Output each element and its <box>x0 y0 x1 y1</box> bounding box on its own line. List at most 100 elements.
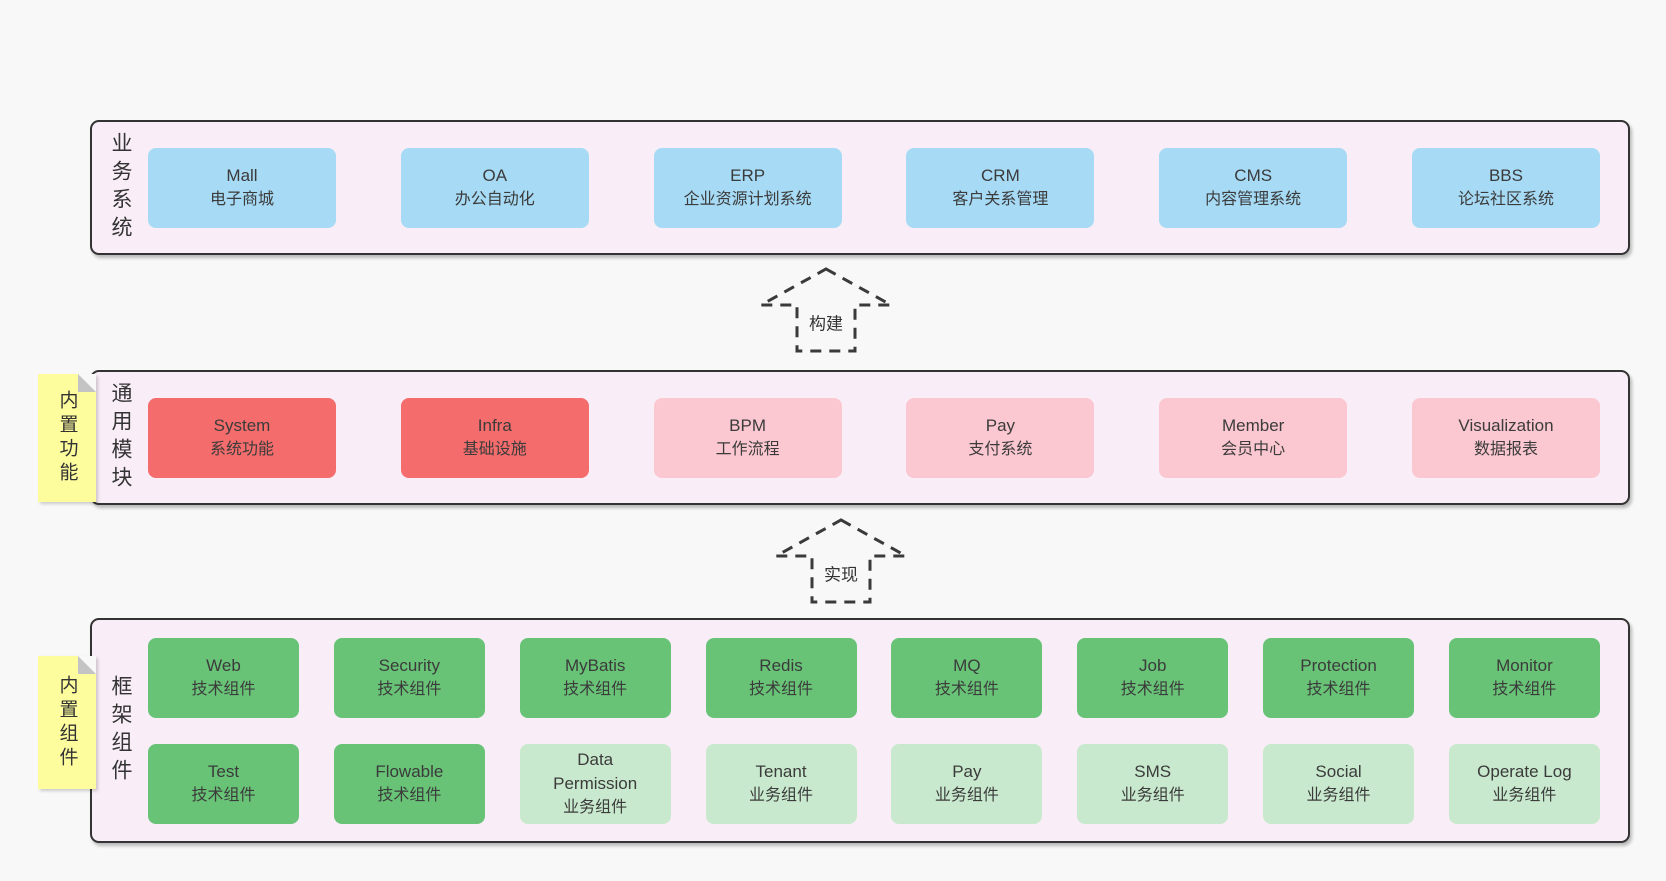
module-box-web: Web 技术组件 <box>148 637 299 718</box>
module-desc: 技术组件 <box>934 680 999 698</box>
band-common-modules-label: 通用模块 <box>109 381 132 494</box>
box-row: Mall 电子商城 OA 办公自动化 ERP 企业资源计划系统 CRM 客户关系管理 CMS 内容… <box>148 147 1600 228</box>
module-name: Security <box>378 655 441 675</box>
module-box-mq: MQ 技术组件 <box>891 637 1043 718</box>
module-box-job: Job 技术组件 <box>1077 637 1229 718</box>
module-name: BPM <box>729 415 767 435</box>
module-name: Pay <box>985 415 1016 435</box>
module-box-test: Test 技术组件 <box>148 743 299 824</box>
module-box-pay: Pay 支付系统 <box>906 397 1095 478</box>
module-desc: 电子商城 <box>209 190 274 208</box>
band-framework-components: 内置组件 框架组件 Web 技术组件 Security 技术组件 MyBatis 技术组件… <box>38 618 1630 843</box>
module-desc: 基础设施 <box>462 440 527 458</box>
module-desc: 技术组件 <box>377 786 442 804</box>
module-desc: 业务组件 <box>563 798 628 816</box>
module-name: System <box>213 415 271 435</box>
module-desc: 工作流程 <box>715 440 780 458</box>
module-desc: 论坛社区系统 <box>1457 190 1554 208</box>
sticky-note-built-in-components: 内置组件 <box>38 656 96 789</box>
module-box-flowable: Flowable 技术组件 <box>333 743 485 824</box>
module-box-sms: SMS 业务组件 <box>1077 743 1229 824</box>
module-box-infra: Infra 基础设施 <box>400 397 589 478</box>
module-name: Member <box>1222 415 1285 435</box>
module-name: Redis <box>759 655 803 675</box>
module-box-oa: OA 办公自动化 <box>400 147 589 228</box>
module-box-monitor: Monitor 技术组件 <box>1448 637 1600 718</box>
box-row: System 系统功能 Infra 基础设施 BPM 工作流程 Pay 支付系统 Member 会… <box>148 397 1600 478</box>
band-business-systems-boxes: Mall 电子商城 OA 办公自动化 ERP 企业资源计划系统 CRM 客户关系管理 CMS 内容… <box>148 122 1628 253</box>
module-name: Web <box>206 655 241 675</box>
module-box-security: Security 技术组件 <box>333 637 485 718</box>
module-desc: 技术组件 <box>749 680 814 698</box>
module-desc: 数据报表 <box>1473 440 1538 458</box>
module-box-operate-log: Operate Log 业务组件 <box>1448 743 1600 824</box>
module-name: Visualization <box>1458 415 1554 435</box>
module-box-mybatis: MyBatis 技术组件 <box>519 637 671 718</box>
module-name: Protection <box>1300 655 1377 675</box>
module-name: BBS <box>1488 165 1523 185</box>
module-desc: 技术组件 <box>563 680 628 698</box>
module-box-visualization: Visualization 数据报表 <box>1411 397 1600 478</box>
module-name: Infra <box>477 415 512 435</box>
arrow-build: 构建 <box>758 266 894 354</box>
module-desc: 业务组件 <box>1492 786 1557 804</box>
module-name: SMS <box>1134 761 1172 781</box>
module-desc: 业务组件 <box>1120 786 1185 804</box>
module-name: Monitor <box>1496 655 1553 675</box>
module-box-redis: Redis 技术组件 <box>705 637 857 718</box>
module-name: CMS <box>1234 165 1273 185</box>
module-box-data-permission: Data Permission 业务组件 <box>519 743 671 824</box>
module-desc: 技术组件 <box>1492 680 1557 698</box>
module-desc: 业务组件 <box>934 786 999 804</box>
band-common-modules-boxes: System 系统功能 Infra 基础设施 BPM 工作流程 Pay 支付系统 Member 会… <box>148 372 1628 503</box>
module-box-cms: CMS 内容管理系统 <box>1159 147 1348 228</box>
module-name: Operate Log <box>1477 761 1572 781</box>
module-name: ERP <box>730 165 766 185</box>
module-name: Mall <box>226 165 258 185</box>
dashed-up-arrow-icon <box>758 267 894 353</box>
module-desc: 客户关系管理 <box>952 190 1049 208</box>
module-name: OA <box>482 165 508 185</box>
module-name: Data Permission <box>553 749 638 793</box>
module-desc: 技术组件 <box>377 680 442 698</box>
module-box-crm: CRM 客户关系管理 <box>906 147 1095 228</box>
band-business-systems-label: 业务系统 <box>109 131 132 244</box>
module-desc: 会员中心 <box>1221 440 1286 458</box>
arrow-build-label: 构建 <box>806 308 846 336</box>
module-name: Test <box>207 761 240 781</box>
module-desc: 技术组件 <box>191 680 256 698</box>
band-framework-components-label: 框架组件 <box>109 674 132 787</box>
sticky-note-built-in-features: 内置功能 <box>38 374 96 502</box>
module-name: CRM <box>981 165 1020 185</box>
module-box-bbs: BBS 论坛社区系统 <box>1411 147 1600 228</box>
module-desc: 办公自动化 <box>454 190 535 208</box>
module-name: MQ <box>953 655 981 675</box>
module-box-member: Member 会员中心 <box>1159 397 1348 478</box>
band-common-modules: 内置功能 通用模块 System 系统功能 Infra 基础设施 BPM 工作流程 Pay 支… <box>38 370 1630 505</box>
module-box-erp: ERP 企业资源计划系统 <box>653 147 842 228</box>
module-name: Tenant <box>755 761 807 781</box>
module-desc: 支付系统 <box>968 440 1033 458</box>
module-desc: 系统功能 <box>209 440 274 458</box>
arrow-implement-label: 实现 <box>821 559 861 587</box>
module-desc: 内容管理系统 <box>1205 190 1302 208</box>
module-box-social: Social 业务组件 <box>1263 743 1415 824</box>
module-name: Job <box>1139 655 1167 675</box>
module-name: Flowable <box>375 761 444 781</box>
module-name: Social <box>1315 761 1362 781</box>
module-desc: 业务组件 <box>1306 786 1371 804</box>
band-business-systems: 业务系统 Mall 电子商城 OA 办公自动化 ERP 企业资源计划系统 CRM 客户关系管理… <box>90 120 1630 255</box>
module-box-mall: Mall 电子商城 <box>148 147 336 228</box>
module-desc: 技术组件 <box>191 786 256 804</box>
arrow-implement: 实现 <box>773 517 909 605</box>
module-name: MyBatis <box>564 655 626 675</box>
module-desc: 企业资源计划系统 <box>683 190 812 208</box>
module-desc: 技术组件 <box>1120 680 1185 698</box>
dashed-up-arrow-icon <box>773 518 909 604</box>
box-row: Test 技术组件 Flowable 技术组件 Data Permission 业务组件 T… <box>148 743 1600 824</box>
